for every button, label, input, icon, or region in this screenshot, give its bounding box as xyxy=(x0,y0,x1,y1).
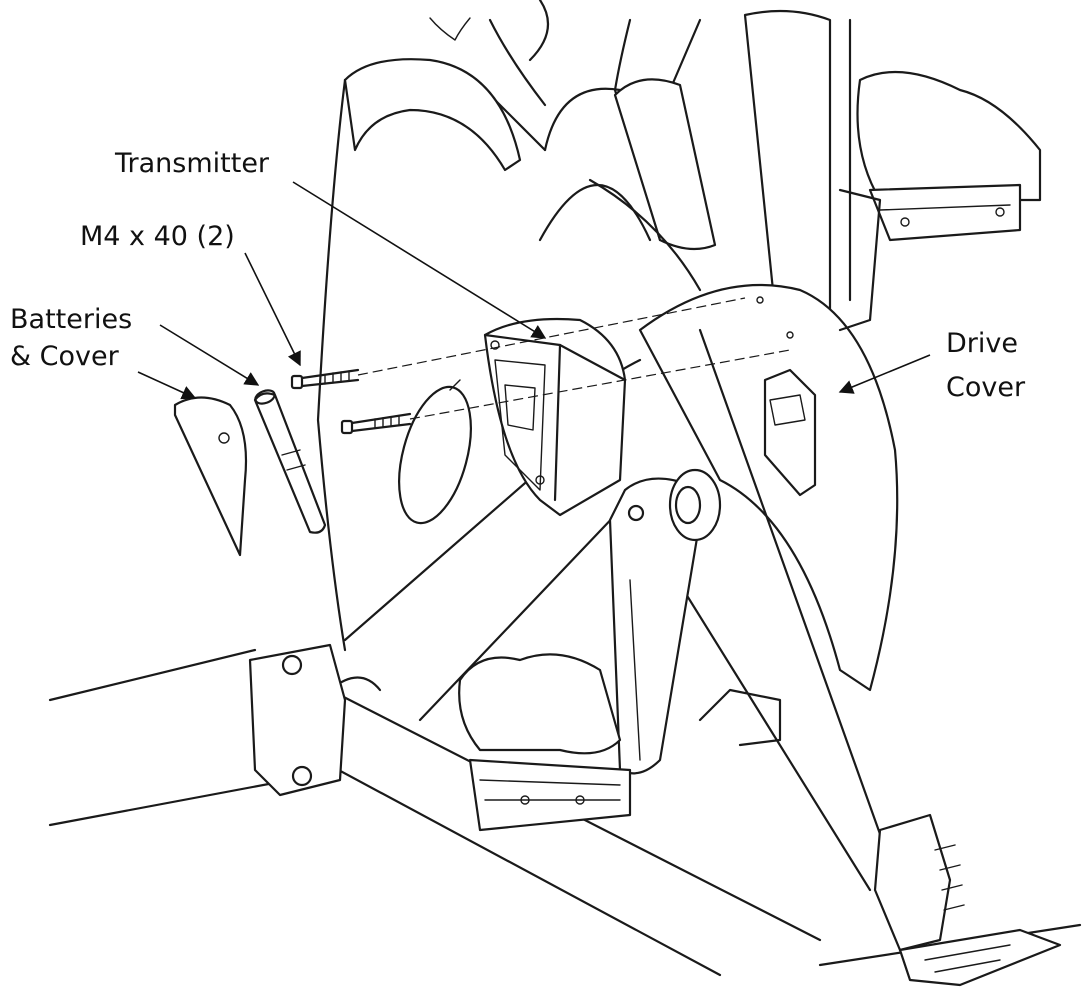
battery-cover xyxy=(173,396,248,557)
upper-frame xyxy=(538,18,717,292)
flywheel-shroud xyxy=(316,0,550,652)
pedal-rear xyxy=(838,70,1042,332)
label-bolts: M4 x 40 (2) xyxy=(80,221,235,252)
label-batteries: Batteries xyxy=(10,304,132,335)
handlebar-post xyxy=(743,9,852,319)
leader-lines xyxy=(137,181,931,400)
transmitter-unit xyxy=(483,317,627,517)
bolt-lower xyxy=(340,412,412,435)
battery xyxy=(253,389,327,534)
drive-cover xyxy=(638,284,899,692)
assembly-lines xyxy=(357,297,791,420)
bolt-upper xyxy=(290,368,360,390)
label-cover: & Cover xyxy=(10,341,120,372)
label-drive-cover: Cover xyxy=(946,372,1026,403)
sensor-disc xyxy=(398,379,472,525)
crank-and-pedal-front xyxy=(458,468,722,832)
front-foot xyxy=(873,813,1062,987)
label-transmitter: Transmitter xyxy=(114,148,270,179)
label-drive: Drive xyxy=(946,328,1018,359)
